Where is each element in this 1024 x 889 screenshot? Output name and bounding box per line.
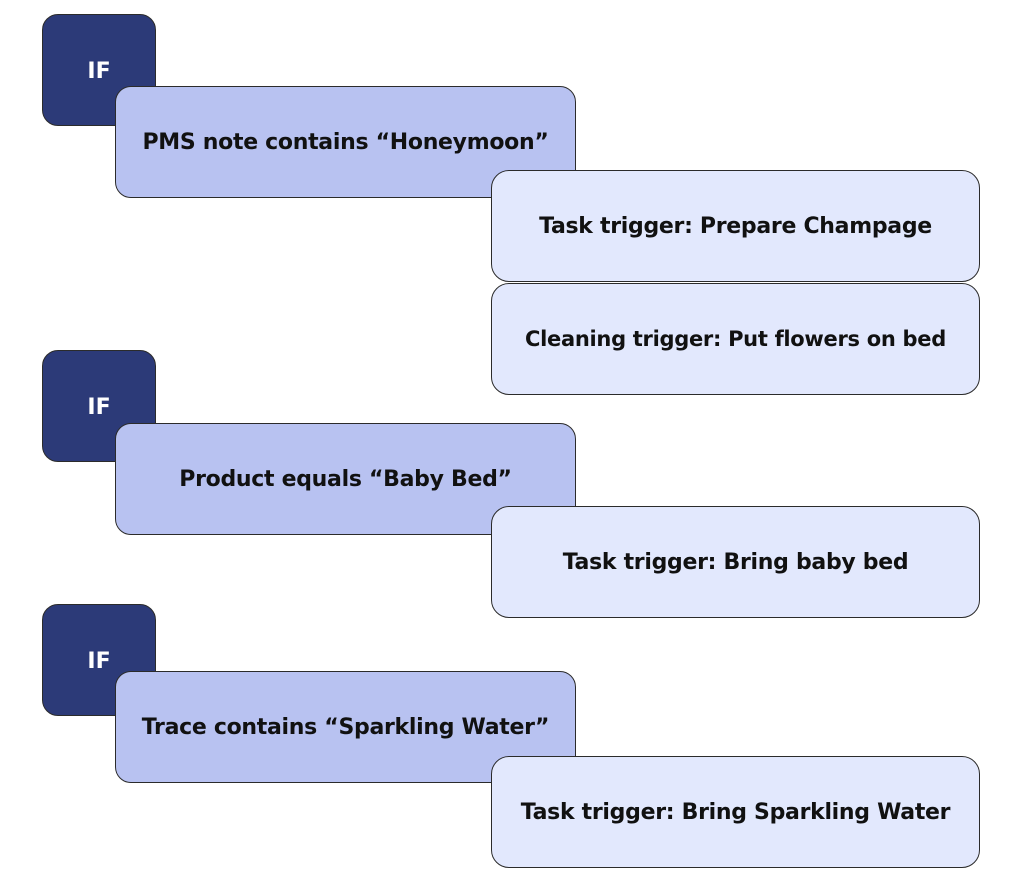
action-box-3-1: Task trigger: Bring Sparkling Water — [491, 756, 980, 868]
condition-label: Trace contains “Sparkling Water” — [141, 714, 550, 740]
action-label: Task trigger: Bring Sparkling Water — [520, 799, 951, 825]
if-label: IF — [87, 649, 111, 674]
if-label: IF — [87, 59, 111, 84]
action-box-1-1: Task trigger: Prepare Champage — [491, 170, 980, 282]
if-block-1: IF — [42, 14, 156, 126]
action-box-1-2: Cleaning trigger: Put flowers on bed — [491, 283, 980, 395]
action-label: Task trigger: Bring baby bed — [562, 549, 909, 575]
condition-label: PMS note contains “Honeymoon” — [142, 129, 549, 155]
if-label: IF — [87, 395, 111, 420]
action-box-2-1: Task trigger: Bring baby bed — [491, 506, 980, 618]
condition-label: Product equals “Baby Bed” — [179, 466, 512, 492]
action-label: Cleaning trigger: Put flowers on bed — [525, 327, 946, 351]
action-label: Task trigger: Prepare Champage — [539, 213, 932, 239]
condition-box-2: Product equals “Baby Bed” — [115, 423, 576, 535]
